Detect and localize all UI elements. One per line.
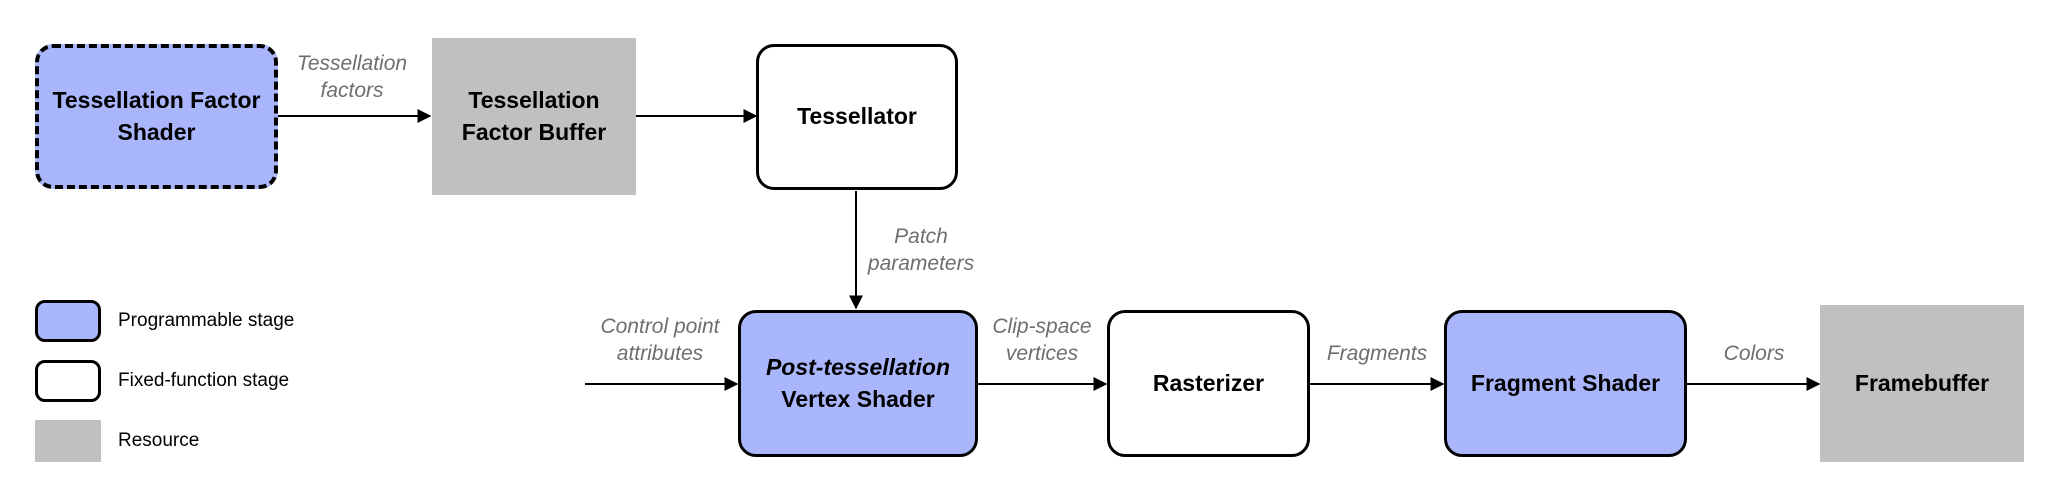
node-label: Framebuffer bbox=[1854, 369, 1990, 396]
legend-label-resource: Resource bbox=[118, 430, 200, 451]
node-label-line2: Factor Buffer bbox=[461, 118, 607, 145]
node-label: Rasterizer bbox=[1152, 369, 1265, 396]
legend-swatch-programmable bbox=[35, 300, 101, 342]
node-label: Fragment Shader bbox=[1470, 369, 1661, 396]
framebuffer-node: Framebuffer bbox=[1820, 305, 2024, 462]
post-tessellation-vertex-shader-node: Post-tessellation Vertex Shader bbox=[738, 310, 978, 457]
edge-label-line2: attributes bbox=[616, 342, 704, 366]
edge-label-colors: Colors bbox=[1690, 340, 1818, 367]
edge-label-fragments: Fragments bbox=[1312, 340, 1442, 367]
legend-swatch-fixed bbox=[35, 360, 101, 402]
node-label-line1: Tessellation Factor bbox=[52, 87, 261, 114]
legend-swatch-resource bbox=[35, 420, 101, 462]
tessellator-node: Tessellator bbox=[756, 44, 958, 190]
node-label: Tessellator bbox=[797, 103, 917, 130]
edge-label-text: Fragments bbox=[1326, 342, 1428, 365]
edge-label-text: Colors bbox=[1723, 342, 1785, 365]
edge-label-line1: Tessellation bbox=[296, 52, 408, 75]
edge-label-line2: factors bbox=[320, 79, 384, 103]
edge-label-line1: Clip-space bbox=[992, 315, 1092, 338]
tessellation-factor-shader-node: Tessellation Factor Shader bbox=[35, 44, 278, 189]
edge-label-line2: vertices bbox=[1005, 342, 1079, 366]
rasterizer-node: Rasterizer bbox=[1107, 310, 1310, 457]
edge-label-patch-parameters: Patch parameters bbox=[856, 223, 986, 278]
edge-label-control-point-attributes: Control point attributes bbox=[586, 313, 734, 368]
edge-label-line2: parameters bbox=[867, 252, 975, 276]
edge-label-clip-space-vertices: Clip-space vertices bbox=[978, 313, 1106, 368]
node-label-line1: Tessellation bbox=[468, 87, 600, 114]
tessellation-factor-buffer-node: Tessellation Factor Buffer bbox=[432, 38, 636, 195]
edge-label-line1: Control point bbox=[600, 315, 720, 338]
edge-label-line1: Patch bbox=[894, 225, 948, 248]
node-label-line1: Post-tessellation bbox=[765, 354, 951, 381]
edge-label-tessellation-factors: Tessellation factors bbox=[282, 50, 422, 105]
node-label-line2: Shader bbox=[117, 118, 196, 145]
fragment-shader-node: Fragment Shader bbox=[1444, 310, 1687, 457]
legend-label-fixed: Fixed-function stage bbox=[118, 370, 290, 391]
legend-label-programmable: Programmable stage bbox=[118, 310, 295, 331]
node-label-line2: Vertex Shader bbox=[781, 385, 935, 412]
